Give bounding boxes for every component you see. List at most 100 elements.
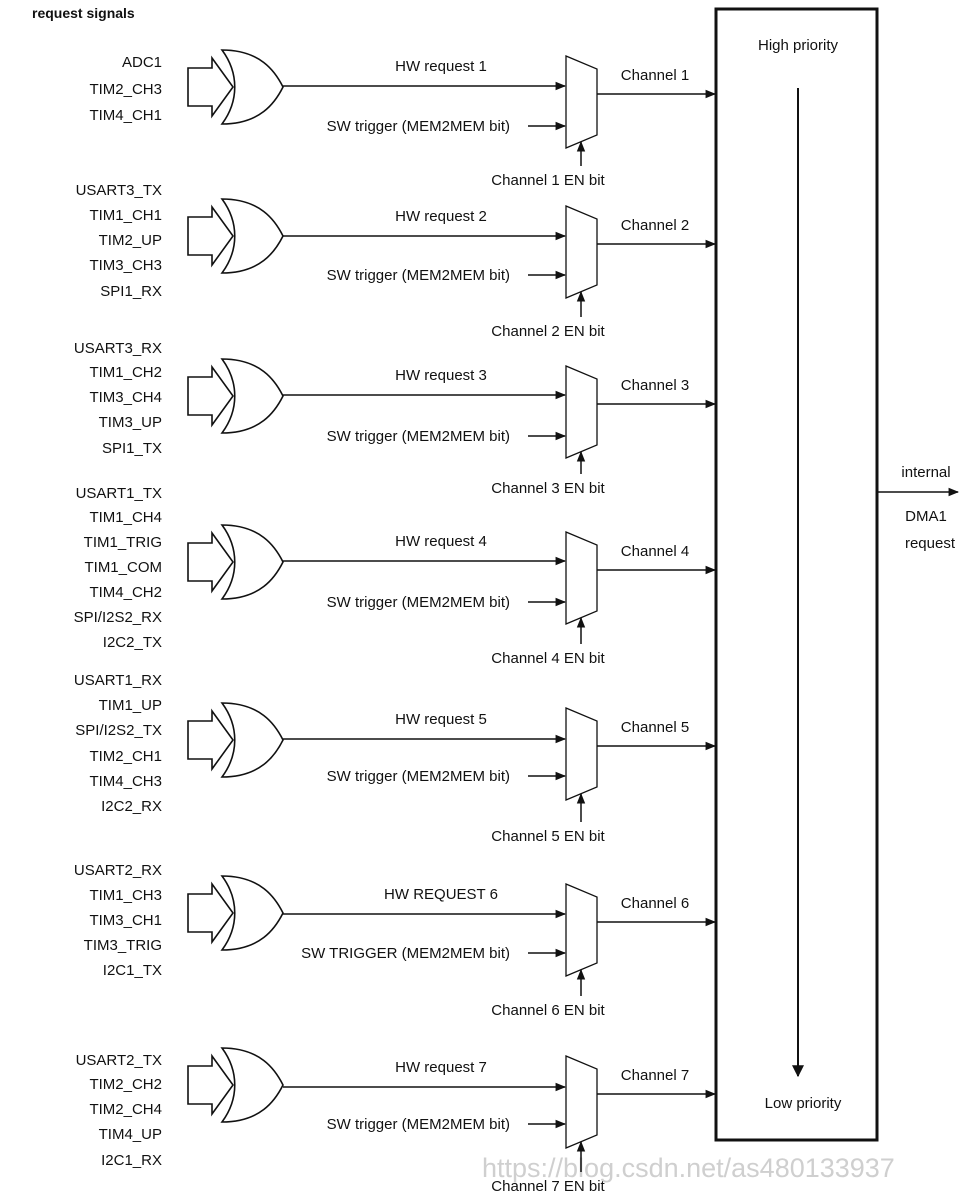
request-signal-label: I2C2_TX xyxy=(103,634,162,651)
request-signal-label: USART2_TX xyxy=(76,1052,162,1069)
en-bit-label: Channel 7 EN bit xyxy=(491,1178,605,1195)
request-signal-label: TIM1_COM xyxy=(84,559,162,576)
request-signal-label: TIM1_CH2 xyxy=(89,364,162,381)
sw-trigger-label: SW TRIGGER (MEM2MEM bit) xyxy=(301,945,510,962)
or-gate xyxy=(220,358,284,434)
channel-label: Channel 5 xyxy=(621,719,689,736)
bus-input-arrow xyxy=(187,204,234,268)
channel-group-5: USART1_RX TIM1_UP SPI/I2S2_TX TIM2_CH1TIM4_… xyxy=(74,672,717,845)
request-signal-label: USART2_RX xyxy=(74,862,162,879)
bus-input-arrow xyxy=(187,881,234,945)
high-priority-label: High priority xyxy=(758,37,839,54)
request-signal-label: ADC1 xyxy=(122,54,162,71)
channel-label: Channel 2 xyxy=(621,217,689,234)
or-gate xyxy=(220,198,284,274)
request-signal-label: TIM2_CH3 xyxy=(89,81,162,98)
request-signal-label: SPI/I2S2_RX xyxy=(74,609,162,626)
request-signal-label: TIM4_UP xyxy=(99,1126,162,1143)
channel-mux xyxy=(565,55,598,149)
request-signal-label: SPI1_RX xyxy=(100,283,162,300)
output-label-line1: internal xyxy=(901,464,950,481)
request-signal-label: I2C1_RX xyxy=(101,1152,162,1169)
request-signal-label: I2C1_TX xyxy=(103,962,162,979)
channel-label: Channel 1 xyxy=(621,67,689,84)
sw-trigger-label: SW trigger (MEM2MEM bit) xyxy=(327,267,510,284)
output-label-line3: request xyxy=(905,535,956,552)
request-signal-label: I2C2_RX xyxy=(101,798,162,815)
or-gate xyxy=(220,49,284,125)
request-signal-label: TIM2_CH2 xyxy=(89,1076,162,1093)
sw-trigger-label: SW trigger (MEM2MEM bit) xyxy=(327,118,510,135)
request-signal-label: TIM3_UP xyxy=(99,414,162,431)
hw-request-label: HW request 3 xyxy=(395,367,487,384)
channel-mux xyxy=(565,707,598,801)
request-signal-label: TIM2_CH4 xyxy=(89,1101,162,1118)
channel-mux xyxy=(565,1055,598,1149)
request-signal-label: TIM1_UP xyxy=(99,697,162,714)
channel-mux xyxy=(565,205,598,299)
request-signal-label: TIM4_CH1 xyxy=(89,107,162,124)
channel-label: Channel 7 xyxy=(621,1067,689,1084)
or-gate xyxy=(220,875,284,951)
request-signal-label: TIM1_CH1 xyxy=(89,207,162,224)
bus-input-arrow xyxy=(187,55,234,119)
or-gate xyxy=(220,524,284,600)
priority-arbiter-box xyxy=(714,7,879,1142)
hw-request-label: HW request 5 xyxy=(395,711,487,728)
bus-input-arrow xyxy=(187,1053,234,1117)
watermark-text: https://blog.csdn.net/as480133937 xyxy=(482,1153,895,1183)
sw-trigger-label: SW trigger (MEM2MEM bit) xyxy=(327,1116,510,1133)
en-bit-label: Channel 3 EN bit xyxy=(491,480,605,497)
en-bit-label: Channel 5 EN bit xyxy=(491,828,605,845)
channel-label: Channel 6 xyxy=(621,895,689,912)
hw-request-label: HW REQUEST 6 xyxy=(384,886,498,903)
request-signal-label: SPI/I2S2_TX xyxy=(75,722,162,739)
request-signal-label: TIM3_CH1 xyxy=(89,912,162,929)
en-bit-label: Channel 2 EN bit xyxy=(491,323,605,340)
output-label-line2: DMA1 xyxy=(905,508,947,525)
or-gate xyxy=(220,702,284,778)
request-signal-label: TIM3_TRIG xyxy=(84,937,162,954)
bus-input-arrow xyxy=(187,708,234,772)
or-gate xyxy=(220,1047,284,1123)
sw-trigger-label: SW trigger (MEM2MEM bit) xyxy=(327,768,510,785)
en-bit-label: Channel 1 EN bit xyxy=(491,172,605,189)
request-signal-label: TIM4_CH3 xyxy=(89,773,162,790)
hw-request-label: HW request 4 xyxy=(395,533,487,550)
request-signal-label: USART3_RX xyxy=(74,340,162,357)
en-bit-label: Channel 4 EN bit xyxy=(491,650,605,667)
request-signal-label: TIM1_TRIG xyxy=(84,534,162,551)
request-signal-label: TIM4_CH2 xyxy=(89,584,162,601)
hw-request-label: HW request 7 xyxy=(395,1059,487,1076)
bus-input-arrow xyxy=(187,364,234,428)
request-signal-label: TIM3_CH3 xyxy=(89,257,162,274)
en-bit-label: Channel 6 EN bit xyxy=(491,1002,605,1019)
request-signal-label: USART1_TX xyxy=(76,485,162,502)
channel-mux xyxy=(565,365,598,459)
request-signal-label: TIM1_CH4 xyxy=(89,509,162,526)
request-signal-label: TIM1_CH3 xyxy=(89,887,162,904)
channel-label: Channel 4 xyxy=(621,543,689,560)
request-signal-label: SPI1_TX xyxy=(102,440,162,457)
request-signal-label: TIM3_CH4 xyxy=(89,389,162,406)
channel-mux xyxy=(565,531,598,625)
request-signal-label: USART1_RX xyxy=(74,672,162,689)
channel-mux xyxy=(565,883,598,977)
channel-label: Channel 3 xyxy=(621,377,689,394)
bus-input-arrow xyxy=(187,530,234,594)
request-signal-label: TIM2_UP xyxy=(99,232,162,249)
low-priority-label: Low priority xyxy=(765,1095,842,1112)
sw-trigger-label: SW trigger (MEM2MEM bit) xyxy=(327,428,510,445)
request-signal-label: TIM2_CH1 xyxy=(89,748,162,765)
request-signal-label: USART3_TX xyxy=(76,182,162,199)
diagram-title: request signals xyxy=(32,5,135,21)
hw-request-label: HW request 2 xyxy=(395,208,487,225)
